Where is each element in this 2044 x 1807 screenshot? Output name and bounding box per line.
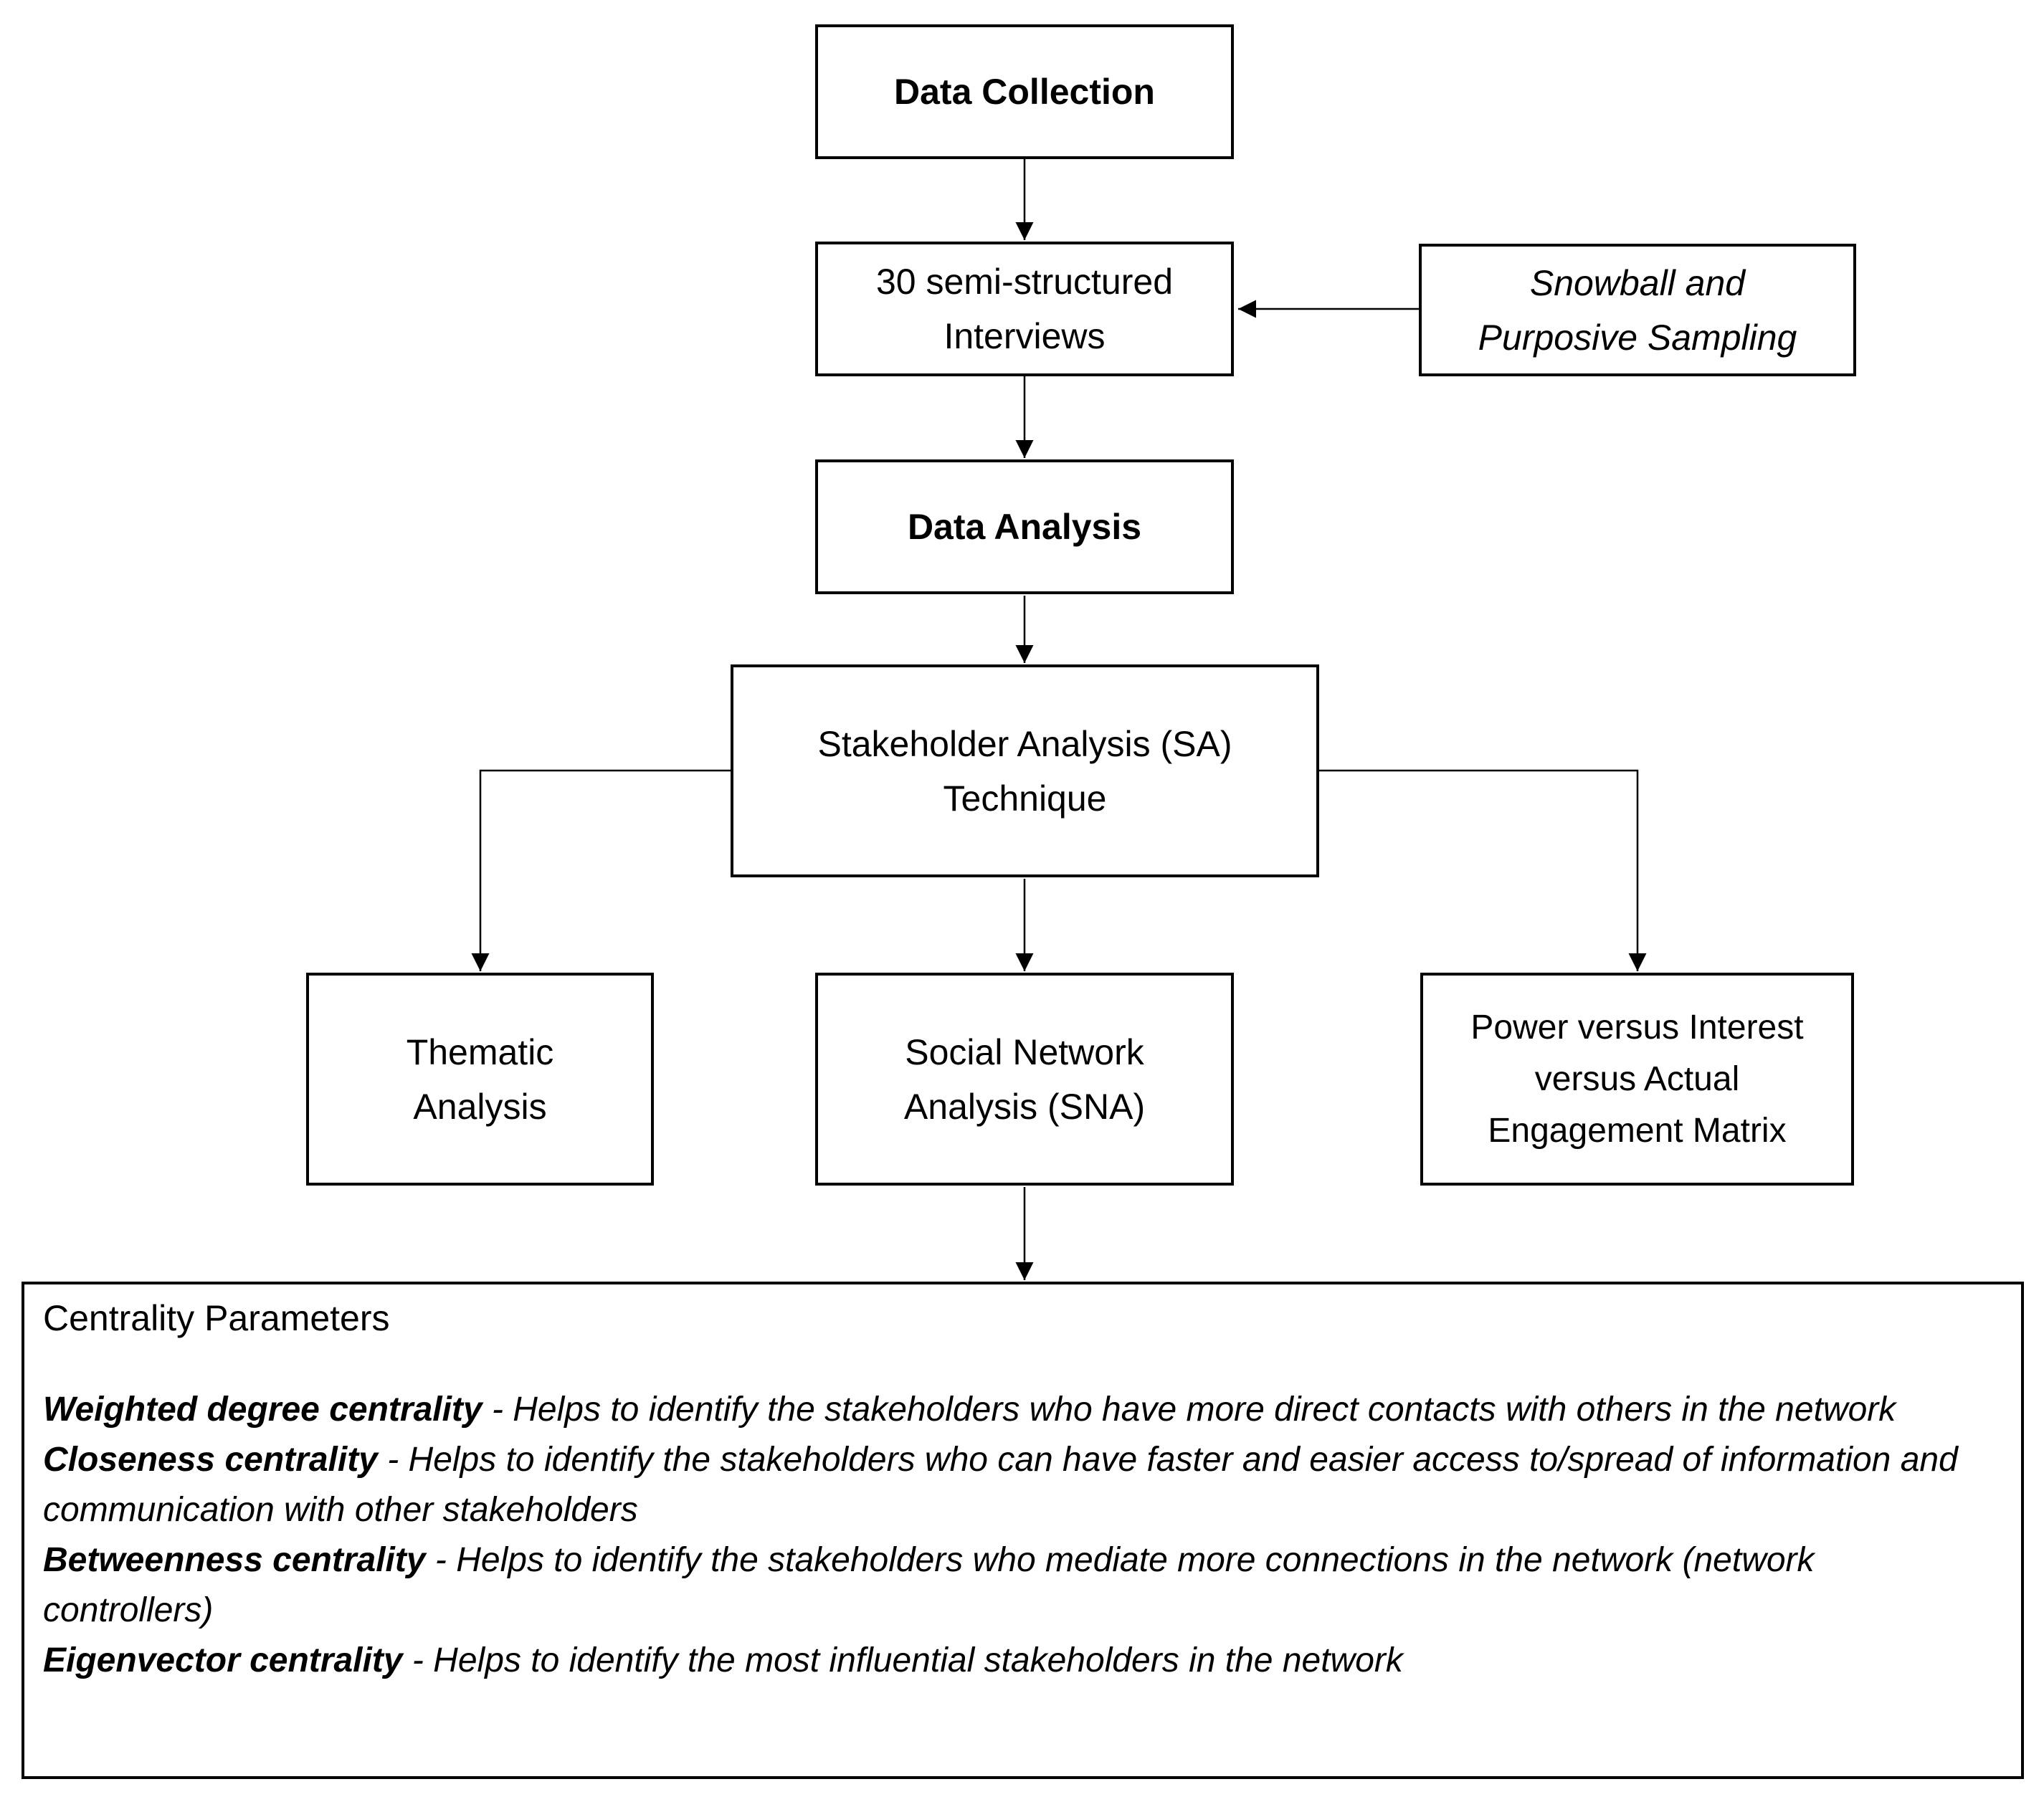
node-power-matrix-label-line3: Engagement Matrix bbox=[1488, 1111, 1787, 1150]
node-power-matrix-label-line1: Power versus Interest bbox=[1470, 1008, 1804, 1046]
node-snowball-sampling: Snowball and Purposive Sampling bbox=[1419, 244, 1856, 376]
centrality-item-betweenness-desc: - Helps to identify the stakeholders who… bbox=[43, 1541, 1815, 1629]
centrality-item-eigenvector-desc: - Helps to identify the most influential… bbox=[402, 1641, 1403, 1679]
node-snowball-label-line1: Snowball and bbox=[1529, 262, 1746, 303]
centrality-item-weighted-degree-desc: - Helps to identify the stakeholders who… bbox=[482, 1391, 1896, 1429]
centrality-item-betweenness: Betweenness centrality - Helps to identi… bbox=[43, 1535, 1986, 1636]
node-data-collection: Data Collection bbox=[815, 24, 1234, 159]
connector-sa-technique-to-power-matrix bbox=[1319, 769, 1647, 971]
centrality-item-closeness-term: Closeness centrality bbox=[43, 1441, 378, 1479]
node-thematic-label-line2: Analysis bbox=[413, 1086, 547, 1127]
centrality-parameters-title: Centrality Parameters bbox=[43, 1298, 390, 1338]
centrality-item-betweenness-term: Betweenness centrality bbox=[43, 1541, 426, 1579]
node-social-network-analysis: Social Network Analysis (SNA) bbox=[815, 973, 1234, 1186]
centrality-item-closeness: Closeness centrality - Helps to identify… bbox=[43, 1435, 1986, 1535]
node-sna-label-line1: Social Network bbox=[905, 1031, 1144, 1072]
node-sa-technique-label-line1: Stakeholder Analysis (SA) bbox=[817, 723, 1232, 764]
node-interviews: 30 semi-structured Interviews bbox=[815, 242, 1234, 376]
centrality-item-weighted-degree: Weighted degree centrality - Helps to id… bbox=[43, 1385, 1986, 1435]
centrality-item-closeness-desc: - Helps to identify the stakeholders who… bbox=[43, 1441, 1958, 1529]
node-interviews-label-line2: Interviews bbox=[943, 316, 1106, 356]
node-sna-label-line2: Analysis (SNA) bbox=[903, 1086, 1146, 1127]
centrality-item-eigenvector-term: Eigenvector centrality bbox=[43, 1641, 403, 1679]
node-thematic-label-line1: Thematic bbox=[406, 1031, 554, 1072]
node-power-matrix-label-line2: versus Actual bbox=[1534, 1059, 1740, 1098]
node-snowball-label-line2: Purposive Sampling bbox=[1478, 317, 1797, 358]
centrality-item-eigenvector: Eigenvector centrality - Helps to identi… bbox=[43, 1636, 1986, 1686]
connector-sa-technique-to-thematic bbox=[471, 769, 731, 971]
node-data-collection-label: Data Collection bbox=[894, 72, 1155, 112]
node-data-analysis-label: Data Analysis bbox=[907, 507, 1142, 547]
node-data-analysis: Data Analysis bbox=[815, 459, 1234, 594]
node-sa-technique: Stakeholder Analysis (SA) Technique bbox=[731, 664, 1319, 877]
node-interviews-label-line1: 30 semi-structured bbox=[875, 262, 1174, 302]
node-sa-technique-label-line2: Technique bbox=[943, 778, 1107, 819]
centrality-parameters-list: Weighted degree centrality - Helps to id… bbox=[43, 1385, 1986, 1686]
node-thematic-analysis: Thematic Analysis bbox=[306, 973, 654, 1186]
node-centrality-parameters: Centrality Parameters Weighted degree ce… bbox=[22, 1282, 2024, 1779]
node-power-interest-matrix: Power versus Interest versus Actual Enga… bbox=[1420, 973, 1854, 1186]
centrality-item-weighted-degree-term: Weighted degree centrality bbox=[43, 1391, 483, 1429]
